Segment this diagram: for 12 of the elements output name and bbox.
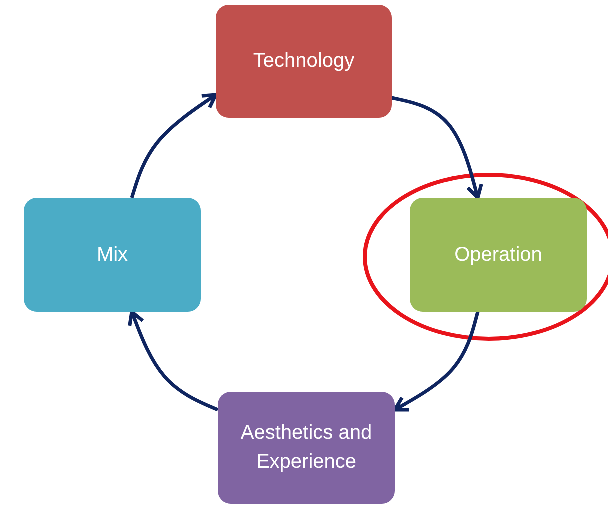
curved-arrow bbox=[128, 310, 219, 412]
box-label: Aesthetics and Experience bbox=[240, 421, 374, 475]
process-box bbox=[24, 198, 201, 312]
process-box bbox=[410, 198, 587, 312]
curved-arrow bbox=[393, 312, 480, 412]
curved-arrow bbox=[130, 93, 218, 199]
box-label: Mix bbox=[96, 242, 128, 268]
process-box bbox=[216, 5, 392, 118]
box-label: Operation bbox=[454, 242, 542, 268]
process-box bbox=[218, 392, 395, 504]
box-label: Technology bbox=[253, 49, 355, 74]
curved-arrow bbox=[392, 96, 484, 200]
